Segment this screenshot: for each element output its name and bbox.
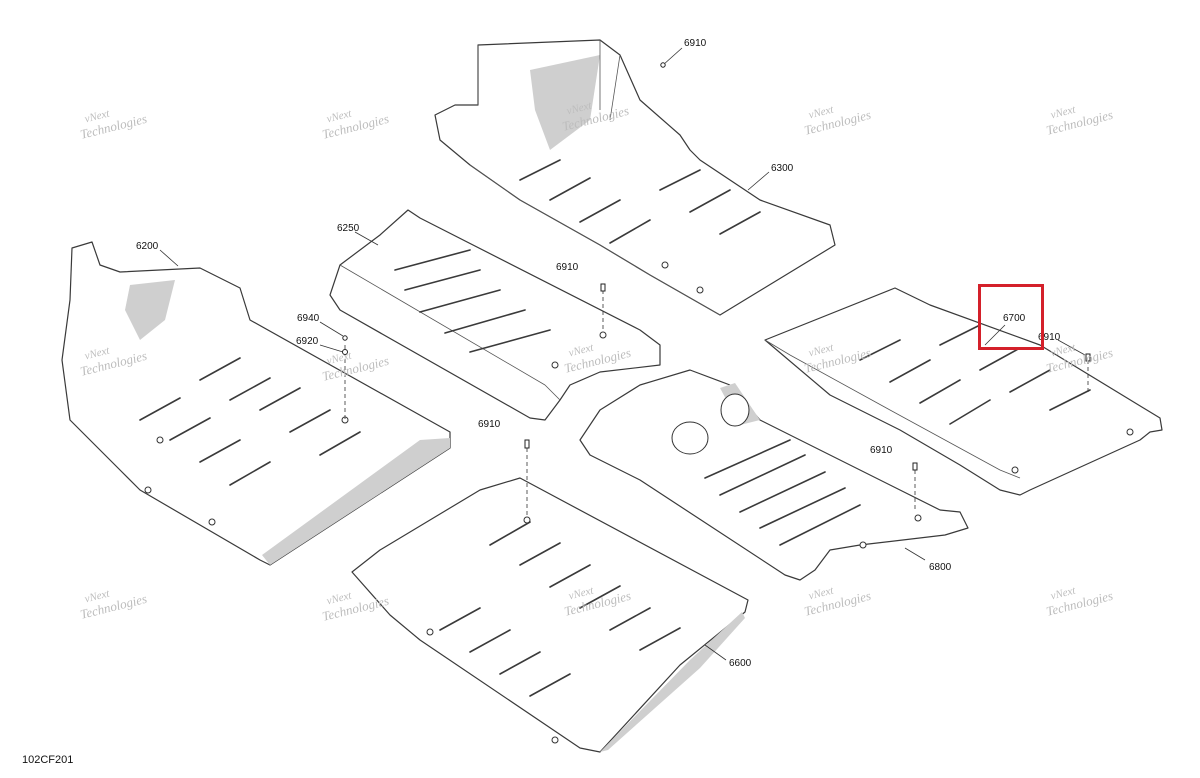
fastener-6910-lowright[interactable] [912,462,918,512]
leader-6200 [159,249,179,267]
leader-6700 [984,324,1006,346]
part-label-6600[interactable]: 6600 [729,658,752,669]
part-label-6910-lowleft[interactable]: 6910 [478,419,501,430]
fastener-6920[interactable] [319,344,348,420]
part-label-6800[interactable]: 6800 [929,562,952,573]
highlight-box-6700 [978,284,1044,350]
part-6700[interactable] [764,287,1163,496]
part-label-6700[interactable]: 6700 [1003,313,1026,324]
leader-6800 [904,547,926,561]
part-label-6910-right[interactable]: 6910 [1038,332,1061,343]
part-label-6200[interactable]: 6200 [136,241,159,252]
part-label-6940[interactable]: 6940 [297,313,320,324]
fastener-6910-lowleft[interactable] [524,439,530,515]
leader-6250 [354,231,379,246]
diagram-code: 102CF201 [22,754,74,766]
leader-6600 [704,644,727,661]
part-label-6910-top[interactable]: 6910 [684,38,707,49]
fastener-6940[interactable] [319,321,348,341]
part-label-6250[interactable]: 6250 [337,223,360,234]
part-6800[interactable] [579,369,969,581]
part-6600[interactable] [351,477,749,753]
leader-6300 [747,171,770,191]
fastener-6910-top[interactable] [660,47,683,68]
part-label-6920[interactable]: 6920 [296,336,319,347]
part-label-6300[interactable]: 6300 [771,163,794,174]
part-label-6910-mid[interactable]: 6910 [556,262,579,273]
fastener-6910-right[interactable] [1057,339,1091,395]
part-6300[interactable] [434,39,836,316]
part-6200[interactable] [61,241,451,566]
fastener-6910-mid[interactable] [600,283,606,330]
part-label-6910-lowright[interactable]: 6910 [870,445,893,456]
part-6250[interactable] [329,209,661,421]
